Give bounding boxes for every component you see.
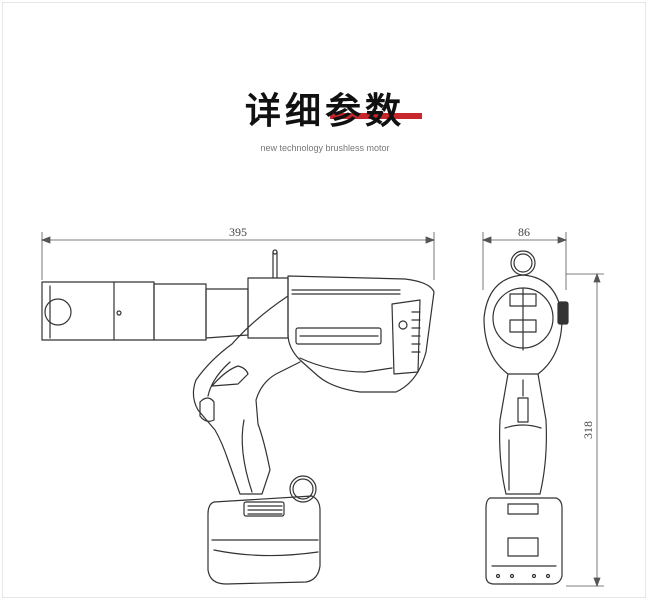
width-label: 86 <box>518 225 530 239</box>
page-title: 详细参数 <box>244 91 405 132</box>
front-head <box>483 274 569 375</box>
barrel <box>153 249 289 341</box>
front-view <box>483 250 569 585</box>
hanging-ring <box>289 475 317 503</box>
height-label: 318 <box>581 421 595 439</box>
front-ring <box>510 250 536 276</box>
side-view <box>41 249 435 585</box>
height-dimension <box>566 272 604 588</box>
front-battery <box>485 497 563 585</box>
page-subtitle: new technology brushless motor <box>260 143 390 153</box>
handle <box>192 295 301 495</box>
title-accent-bar <box>330 113 422 119</box>
width-dimension <box>481 232 568 290</box>
crimp-head <box>41 281 155 341</box>
length-label: 395 <box>229 225 247 239</box>
length-dimension <box>40 232 436 280</box>
front-handle <box>499 373 547 495</box>
header: 详细参数 <box>0 80 650 140</box>
battery-pack <box>207 495 321 585</box>
motor-body <box>287 275 435 393</box>
